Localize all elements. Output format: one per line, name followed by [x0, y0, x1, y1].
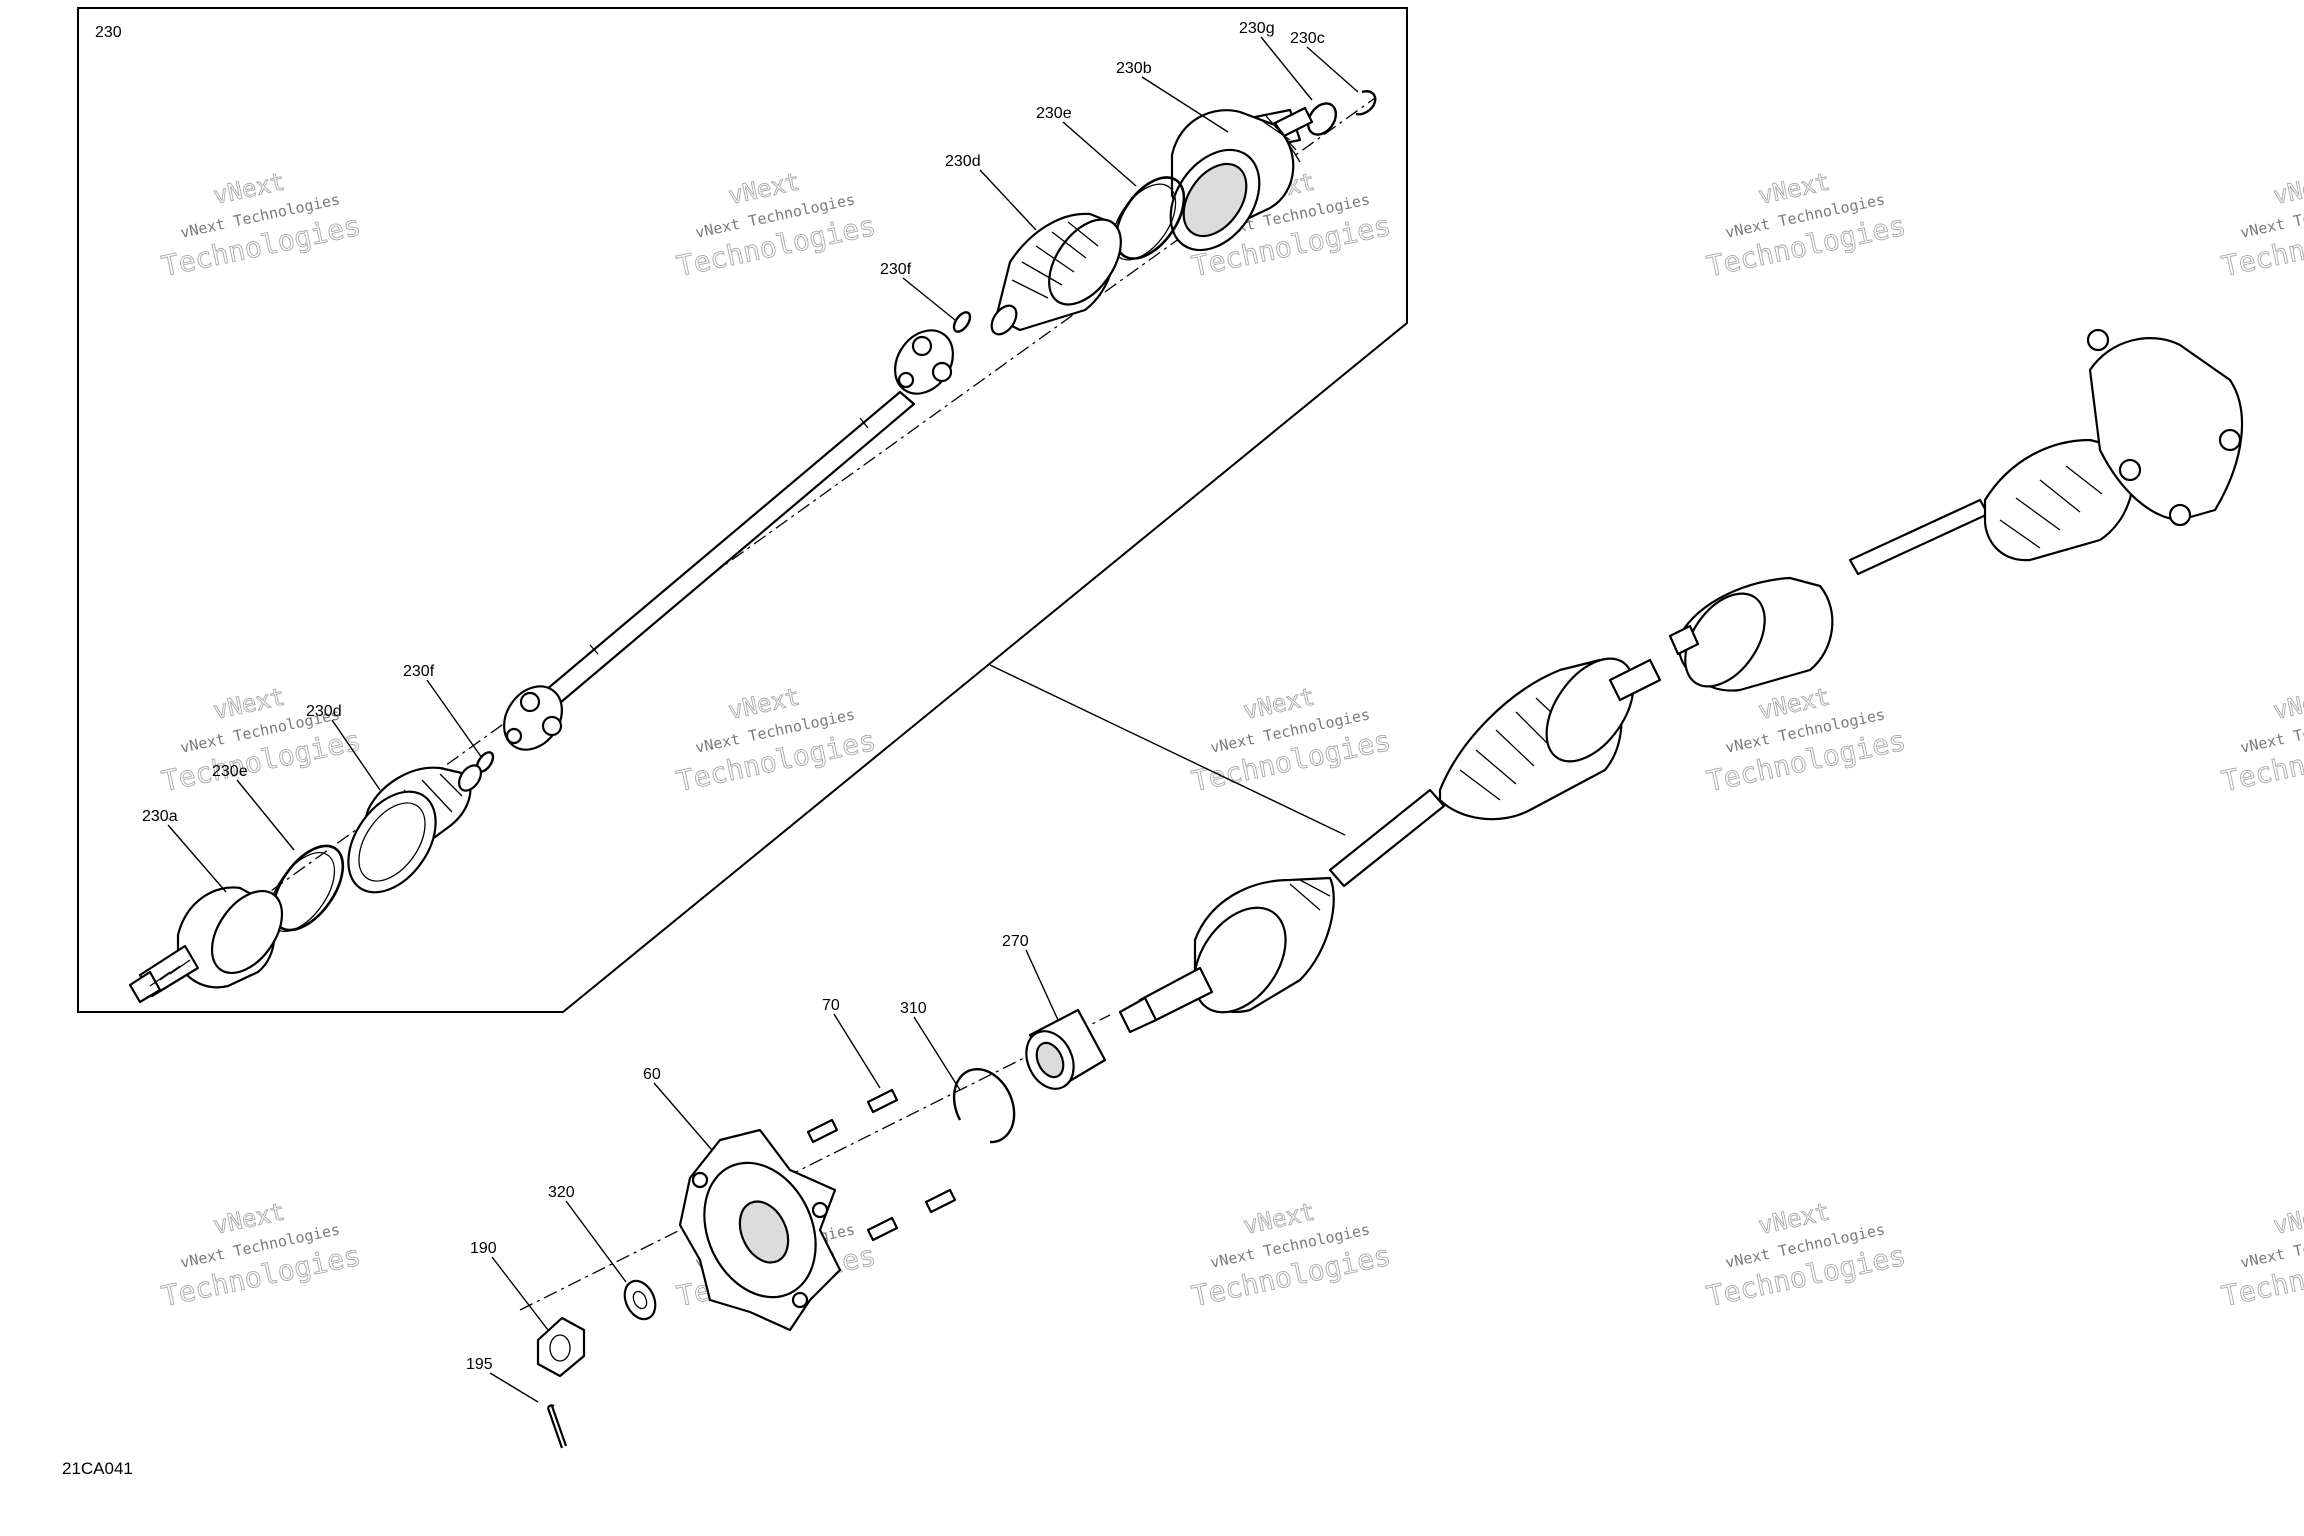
part-195-cotter-pin[interactable]	[546, 1404, 568, 1449]
axis-line-lower	[519, 1014, 1111, 1311]
callout-230e-low: 230e	[212, 763, 248, 780]
part-320-washer[interactable]	[619, 1276, 661, 1324]
part-230f-circlip-top[interactable]	[951, 310, 973, 335]
part-230g-ring[interactable]	[1302, 98, 1341, 140]
callout-group-230: 230	[95, 24, 122, 41]
part-230-shaft[interactable]	[538, 390, 916, 710]
callout-labels: 230 230g 230c 230b 230e 230d 230f 230f 2…	[62, 20, 1325, 1478]
callout-195: 195	[466, 1356, 493, 1373]
part-230d-boot-top[interactable]	[987, 207, 1136, 339]
callout-230g: 230g	[1239, 20, 1275, 37]
part-310-circlip[interactable]	[952, 1067, 1016, 1144]
callout-70: 70	[822, 997, 840, 1014]
part-190-castle-nut[interactable]	[536, 1316, 586, 1378]
detail-link-line	[989, 664, 1346, 836]
part-230-tripod-lower[interactable]	[492, 675, 574, 761]
callout-230f-low: 230f	[403, 663, 435, 680]
part-270-bearing[interactable]	[1017, 1008, 1107, 1096]
diagram-code: 21CA041	[62, 1459, 133, 1478]
part-60-hub[interactable]	[678, 1128, 842, 1332]
watermark-text: vNext	[2271, 683, 2304, 725]
callout-60: 60	[643, 1066, 661, 1083]
callout-230d-low: 230d	[306, 703, 342, 720]
callout-230b: 230b	[1116, 60, 1152, 77]
callout-310: 310	[900, 1000, 927, 1017]
part-230d-boot-low[interactable]	[330, 761, 485, 908]
part-230c-circlip[interactable]	[1355, 90, 1377, 116]
part-70-stud[interactable]	[806, 1088, 957, 1242]
part-230b-outer-joint[interactable]	[1152, 106, 1314, 267]
leader-lines	[167, 36, 1359, 1403]
callout-190: 190	[470, 1240, 497, 1257]
axis-line-upper	[139, 97, 1376, 986]
watermark-text: vNext	[2271, 168, 2304, 210]
part-230a-cv-joint[interactable]	[128, 878, 296, 1004]
callout-230f-top: 230f	[880, 261, 912, 278]
callout-230e-top: 230e	[1036, 105, 1072, 122]
full-axle-assembly[interactable]	[1118, 328, 2244, 1034]
callout-230c: 230c	[1290, 30, 1325, 47]
callout-270: 270	[1002, 933, 1029, 950]
part-230-tripod-upper[interactable]	[883, 319, 965, 405]
detail-frame	[77, 7, 1408, 1013]
callout-230d-top: 230d	[945, 153, 981, 170]
callout-230a: 230a	[142, 808, 178, 825]
watermark-text: vNext	[2271, 1198, 2304, 1240]
callout-320: 320	[548, 1184, 575, 1201]
